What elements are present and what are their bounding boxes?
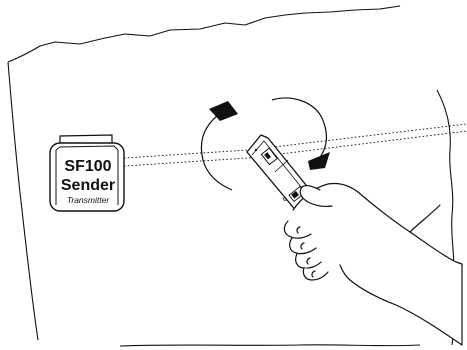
transmitter-device: SF100 Sender Transmitter xyxy=(49,134,125,212)
transmitter-subtitle: Transmitter xyxy=(67,195,111,205)
transmitter-body xyxy=(49,142,125,212)
arrow-head-top xyxy=(209,101,238,121)
signal-lines xyxy=(123,123,467,167)
transmitter-clip xyxy=(59,134,113,148)
wall-outline xyxy=(7,5,455,347)
hand xyxy=(283,182,463,346)
arrow-head-bottom xyxy=(308,152,330,170)
transmitter-name: Sender xyxy=(61,177,115,194)
circular-arrows-icon xyxy=(200,97,330,191)
transmitter-model: SF100 xyxy=(64,158,111,175)
